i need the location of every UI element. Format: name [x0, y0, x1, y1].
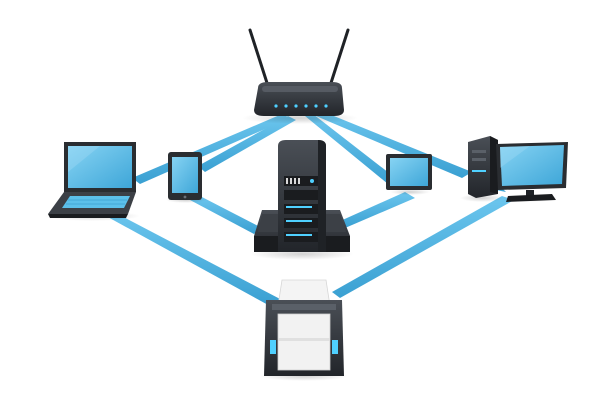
cable-router-laptop [132, 114, 290, 184]
router-leds [274, 104, 328, 108]
tablet [166, 152, 206, 203]
cable-router-tower [316, 112, 472, 178]
small-monitor-screen [390, 158, 428, 186]
cable-router-monitor [305, 114, 398, 184]
cable-laptop-printer [95, 210, 282, 306]
router [242, 28, 358, 124]
desktop-tower [460, 136, 504, 202]
cable-tablet-server [190, 196, 262, 234]
cable-monitor-server [338, 192, 415, 228]
server [250, 140, 354, 260]
router-antenna-left [248, 28, 270, 88]
router-antenna-right [328, 28, 350, 88]
laptop-screen [68, 146, 132, 188]
laptop [44, 142, 140, 221]
small-monitor [386, 154, 432, 195]
printer [260, 279, 348, 381]
cable-router-tablet [198, 116, 296, 172]
tablet-screen [172, 157, 198, 193]
large-monitor [496, 142, 568, 202]
printer-paper-output [277, 313, 331, 371]
large-monitor-screen [500, 145, 564, 186]
cable-tower-printer [332, 196, 514, 298]
